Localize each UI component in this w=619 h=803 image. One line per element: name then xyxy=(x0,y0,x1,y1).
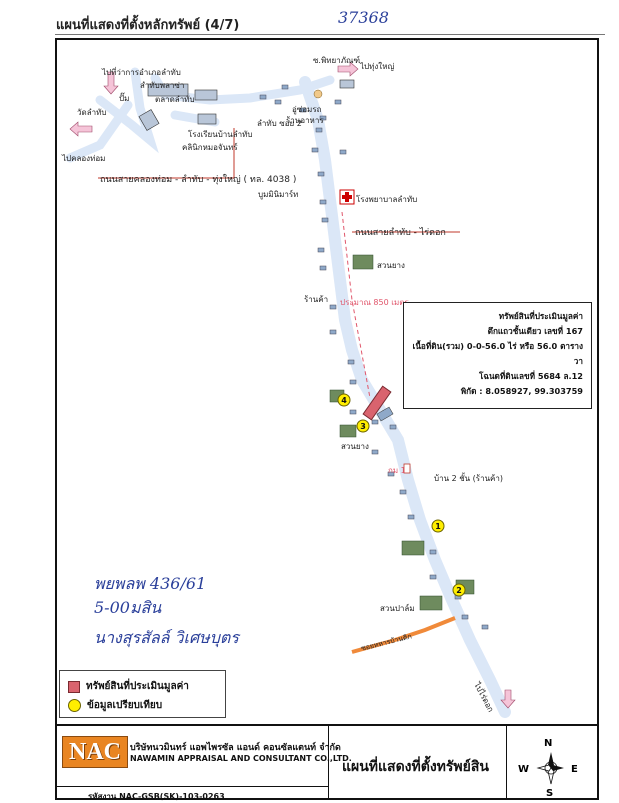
label-school: โรงเรียนบ้านลำทับ xyxy=(188,130,253,139)
label-restaurant: ร้านอาหาร xyxy=(286,116,324,125)
label-house-2-floors: บ้าน 2 ชั้น (ร้านค้า) xyxy=(434,474,503,483)
subject-swatch-icon xyxy=(68,680,80,693)
handwritten-note-1: พยพลพ 436/61 xyxy=(94,574,207,593)
company-name-en: NAWAMIN APPRAISAL AND CONSULTANT CO.,LTD… xyxy=(130,754,352,763)
label-phitthaya: ซ.พิทยาภัณฑ์ xyxy=(313,56,361,65)
legend-row-comparable: ข้อมูลเปรียบเทียบ xyxy=(68,698,162,713)
subject-info-box: ทรัพย์สินที่ประเมินมูลค่า ตึกแถวชั้นเดีย… xyxy=(403,302,592,409)
label-rubber-garden-2: สวนยาง xyxy=(341,442,369,451)
road-label-main: ถนนสายคลองท่อม - ลำทับ - ทุ่งใหญ่ ( ทล. … xyxy=(100,175,297,185)
km-marker-icon xyxy=(403,463,411,474)
compass-rose-icon xyxy=(536,752,564,785)
comparable-4-number: 4 xyxy=(341,396,347,405)
town-buildings xyxy=(138,79,355,131)
compass-south: S xyxy=(546,788,554,799)
compass-north: N xyxy=(544,738,553,749)
label-km-marker: กม 1 xyxy=(388,466,406,475)
main-road-band xyxy=(299,76,511,718)
comparable-markers xyxy=(337,393,466,597)
label-shop: ร้านค้า xyxy=(304,295,329,304)
info-title: ทรัพย์สินที่ประเมินมูลค่า xyxy=(498,311,583,321)
label-to-khlong-thom: ไปคลองท่อม xyxy=(62,154,106,163)
label-hospital: โรงพยาบาลลำทับ xyxy=(356,195,418,204)
compass-east: E xyxy=(571,764,578,775)
info-land-area: เนื้อที่ดิน(รวม) 0-0-56.0 ไร่ หรือ 56.0 … xyxy=(412,341,583,366)
page-header-title: แผนที่แสดงที่ตั้งหลักทรัพย์ (4/7) xyxy=(56,18,240,33)
comparable-3-number: 3 xyxy=(360,422,366,431)
road-label-branch: ถนนสายลำทับ - ไร่ดอก xyxy=(355,228,446,238)
info-coordinates: พิกัด : 8.058927, 99.303759 xyxy=(460,386,583,396)
job-code: รหัสงาน NAC-GSB(SK)-103-0263 xyxy=(88,792,225,801)
label-clinic: คลินิกหมอจันทร์ xyxy=(182,143,238,152)
legend-subject-label: ทรัพย์สินที่ประเมินมูลค่า xyxy=(86,681,189,692)
company-logo: NAC xyxy=(62,736,128,768)
house-icons xyxy=(259,84,489,630)
compass-west: W xyxy=(518,764,530,775)
comparable-1-number: 1 xyxy=(435,522,441,531)
company-name-th: บริษัทนวมินทร์ แอพไพรซัล แอนด์ คอนซัลแตน… xyxy=(130,743,341,753)
title-block xyxy=(55,724,599,802)
distance-label: ประมาณ 850 เมตร xyxy=(340,298,409,307)
comparable-swatch-icon xyxy=(68,699,81,712)
handwritten-note-3: นางสุรสัลล์ วิเศษบุตร xyxy=(94,628,239,647)
label-district-office: ไปที่ว่าการอำเภอลำทับ xyxy=(102,68,181,77)
handwritten-reference-number: 37368 xyxy=(338,8,389,27)
info-title-deed: โฉนดที่ดินเลขที่ 5684 ล.12 xyxy=(478,371,583,381)
label-temple: วัดลำทับ xyxy=(77,108,107,117)
info-building-type: ตึกแถวชั้นเดียว เลขที่ 167 xyxy=(487,326,583,336)
title-block-divider-1 xyxy=(328,726,329,800)
label-auto-repair: อู่ซ่อมรถ xyxy=(292,105,322,114)
pump-icon xyxy=(313,89,323,99)
title-block-divider-2 xyxy=(506,726,507,800)
header-rule xyxy=(55,34,605,35)
legend-comparable-label: ข้อมูลเปรียบเทียบ xyxy=(87,700,163,711)
map-title: แผนที่แสดงที่ตั้งทรัพย์สิน xyxy=(342,759,489,775)
label-lamthap-plaza: สำทับพลาซ่า xyxy=(140,81,185,90)
map-frame xyxy=(55,38,599,800)
label-pump: ปั๊ม xyxy=(119,94,130,103)
label-to-thung-yai: ไปทุ่งใหญ่ xyxy=(360,62,395,71)
road-label-leader-1 xyxy=(98,128,235,179)
label-palm-garden: สวนปาล์ม xyxy=(380,604,415,613)
label-market: ตลาดลำทับ xyxy=(155,95,195,104)
legend: ทรัพย์สินที่ประเมินมูลค่า ข้อมูลเปรียบเท… xyxy=(59,670,226,718)
subject-property-marker xyxy=(362,385,394,422)
label-lamthap-soi: ลำทับ ซอย 2 xyxy=(257,119,302,128)
label-mini-mart: บูมมินิมาร์ท xyxy=(258,190,299,199)
comparable-2-number: 2 xyxy=(456,586,462,595)
label-rubber-garden-1: สวนยาง xyxy=(377,261,405,270)
route-arrows xyxy=(69,61,516,709)
handwritten-note-2: 5-00มสิน xyxy=(94,598,162,617)
title-block-divider-h xyxy=(55,786,328,787)
legend-row-subject: ทรัพย์สินที่ประเมินมูลค่า xyxy=(68,679,189,694)
distance-dashed-line xyxy=(341,211,371,399)
hospital-icon xyxy=(339,189,355,205)
side-road xyxy=(351,616,456,654)
